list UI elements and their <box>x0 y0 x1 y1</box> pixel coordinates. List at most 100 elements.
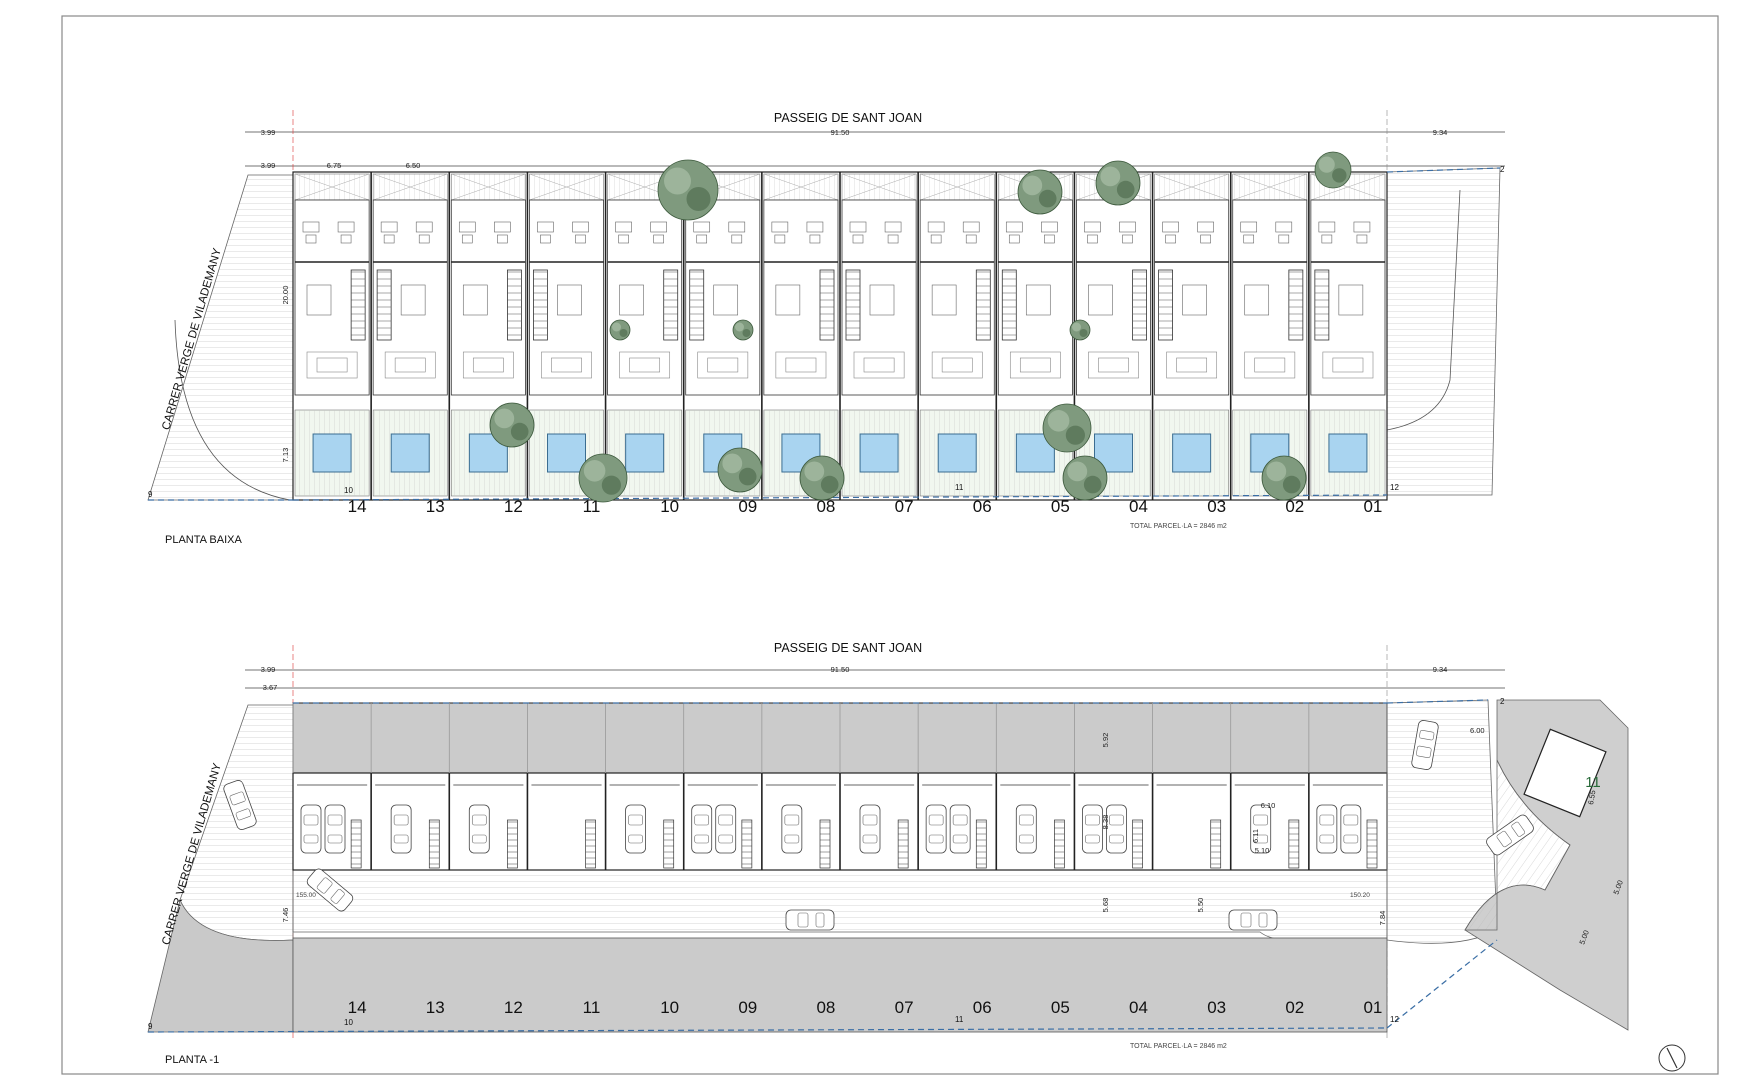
car-icon <box>925 804 947 854</box>
dim-left-offset: 3.99 <box>261 128 276 137</box>
ramp-dim-d: 6.55 <box>1586 789 1597 805</box>
unit-number-label: 05 <box>1051 998 1070 1017</box>
tree-icon <box>578 453 628 503</box>
dim-left-offset: 3.99 <box>261 665 276 674</box>
plan-title: PLANTA BAIXA <box>165 534 242 546</box>
unit-number-label: 08 <box>816 497 835 516</box>
corner-mark: 10 <box>344 1018 353 1027</box>
unit-number-label: 10 <box>660 497 679 516</box>
dwelling-unit <box>761 172 839 500</box>
garage-unit <box>448 703 524 870</box>
tree-icon <box>1095 160 1141 206</box>
dwelling-unit <box>294 173 370 497</box>
garage-unit <box>604 703 680 870</box>
tree-icon <box>1062 455 1108 501</box>
total-parcel: TOTAL PARCEL·LA = 2846 m2 <box>1130 523 1227 530</box>
unit-number-label: 05 <box>1051 497 1070 516</box>
dim-garage-depth: 8.38 <box>1101 815 1110 830</box>
car-icon <box>1411 720 1439 770</box>
tree-icon <box>732 319 754 341</box>
corner-mark: 11 <box>955 1015 964 1024</box>
car-icon <box>715 804 737 854</box>
tree-icon <box>609 319 631 341</box>
garage-unit <box>1073 703 1149 870</box>
ramp-unit-label: 11 <box>1585 774 1601 791</box>
dwelling-unit <box>839 172 917 500</box>
dim-spot-a: 6.10 <box>1261 801 1276 810</box>
dim-overall: 91.50 <box>831 128 850 137</box>
car-icon <box>781 804 803 854</box>
corner-mark: 2 <box>1500 165 1505 174</box>
plan-title: PLANTA -1 <box>165 1054 219 1066</box>
unit-number-label: 14 <box>348 497 367 516</box>
tree-icon <box>489 402 535 448</box>
dim-left-offset-2: 3.99 <box>261 161 276 170</box>
corner-mark: 12 <box>1390 483 1399 492</box>
dim-right-offset: 9.34 <box>1433 665 1448 674</box>
total-parcel: TOTAL PARCEL·LA = 2846 m2 <box>1130 1043 1227 1050</box>
unit-number-label: 04 <box>1129 998 1148 1017</box>
unit-number-label: 12 <box>504 497 523 516</box>
dim-top-depth: 5.92 <box>1101 733 1110 748</box>
car-icon <box>223 780 257 830</box>
dim-aisle-depth-2: 5.50 <box>1196 898 1205 913</box>
tree-icon <box>799 455 845 501</box>
garage-unit <box>839 703 915 870</box>
unit-number-label: 06 <box>973 497 992 516</box>
car-icon <box>1316 804 1338 854</box>
car-icon <box>785 909 835 931</box>
unit-number-label: 07 <box>895 998 914 1017</box>
unit-number-label: 07 <box>895 497 914 516</box>
unit-number-label: 02 <box>1285 998 1304 1017</box>
car-icon <box>306 868 354 912</box>
corner-mark: 10 <box>344 486 353 495</box>
dwelling-unit <box>1308 172 1386 500</box>
street-top-label: PASSEIG DE SANT JOAN <box>774 641 922 655</box>
unit-number-label: 11 <box>583 497 601 516</box>
garage-unit <box>682 703 758 870</box>
car-icon <box>1486 814 1534 856</box>
unit-number-label: 02 <box>1285 497 1304 516</box>
dim-depth: 20.00 <box>281 286 290 305</box>
unit-number-label: 10 <box>660 998 679 1017</box>
dim-spot-b: 6.11 <box>1251 829 1260 843</box>
car-icon <box>1340 804 1362 854</box>
unit-number-label: 13 <box>426 497 445 516</box>
corner-mark: 9 <box>148 1022 153 1031</box>
car-icon <box>300 804 322 854</box>
dwelling-unit <box>526 172 604 500</box>
dim-garden-depth: 7.13 <box>281 448 290 463</box>
unit-number-label: 04 <box>1129 497 1148 516</box>
corner-mark: 9 <box>148 490 153 499</box>
dwelling-unit <box>1151 172 1230 500</box>
tree-icon <box>1261 455 1307 501</box>
dwelling-unit <box>995 172 1073 500</box>
corner-mark: 11 <box>955 483 964 492</box>
car-icon <box>468 804 490 854</box>
garage-unit <box>292 703 368 869</box>
unit-number-label: 09 <box>738 998 757 1017</box>
tree-icon <box>1314 151 1352 189</box>
unit-number-label: 11 <box>583 998 601 1017</box>
corner-mark: 2 <box>1500 697 1505 706</box>
car-icon <box>949 804 971 854</box>
garage-unit <box>917 703 993 870</box>
car-icon <box>1082 804 1103 854</box>
elev-left: 155.00 <box>296 892 316 899</box>
north-arrow-icon <box>1658 1044 1686 1072</box>
dwelling-unit <box>448 172 526 500</box>
car-icon <box>1250 804 1272 854</box>
tree-icon <box>717 447 763 493</box>
unit-number-label: 14 <box>348 998 367 1017</box>
dim-left: 7.46 <box>281 908 290 923</box>
ramp-dim-a: 6.00 <box>1470 726 1485 735</box>
unit-number-label: 03 <box>1207 998 1226 1017</box>
dim-unit-width-a: 6.75 <box>327 161 342 170</box>
dwelling-unit <box>917 172 995 500</box>
car-icon <box>691 804 713 854</box>
unit-number-label: 06 <box>973 998 992 1017</box>
street-top-label: PASSEIG DE SANT JOAN <box>774 111 922 125</box>
corner-mark: 12 <box>1390 1015 1399 1024</box>
car-icon <box>390 804 412 854</box>
